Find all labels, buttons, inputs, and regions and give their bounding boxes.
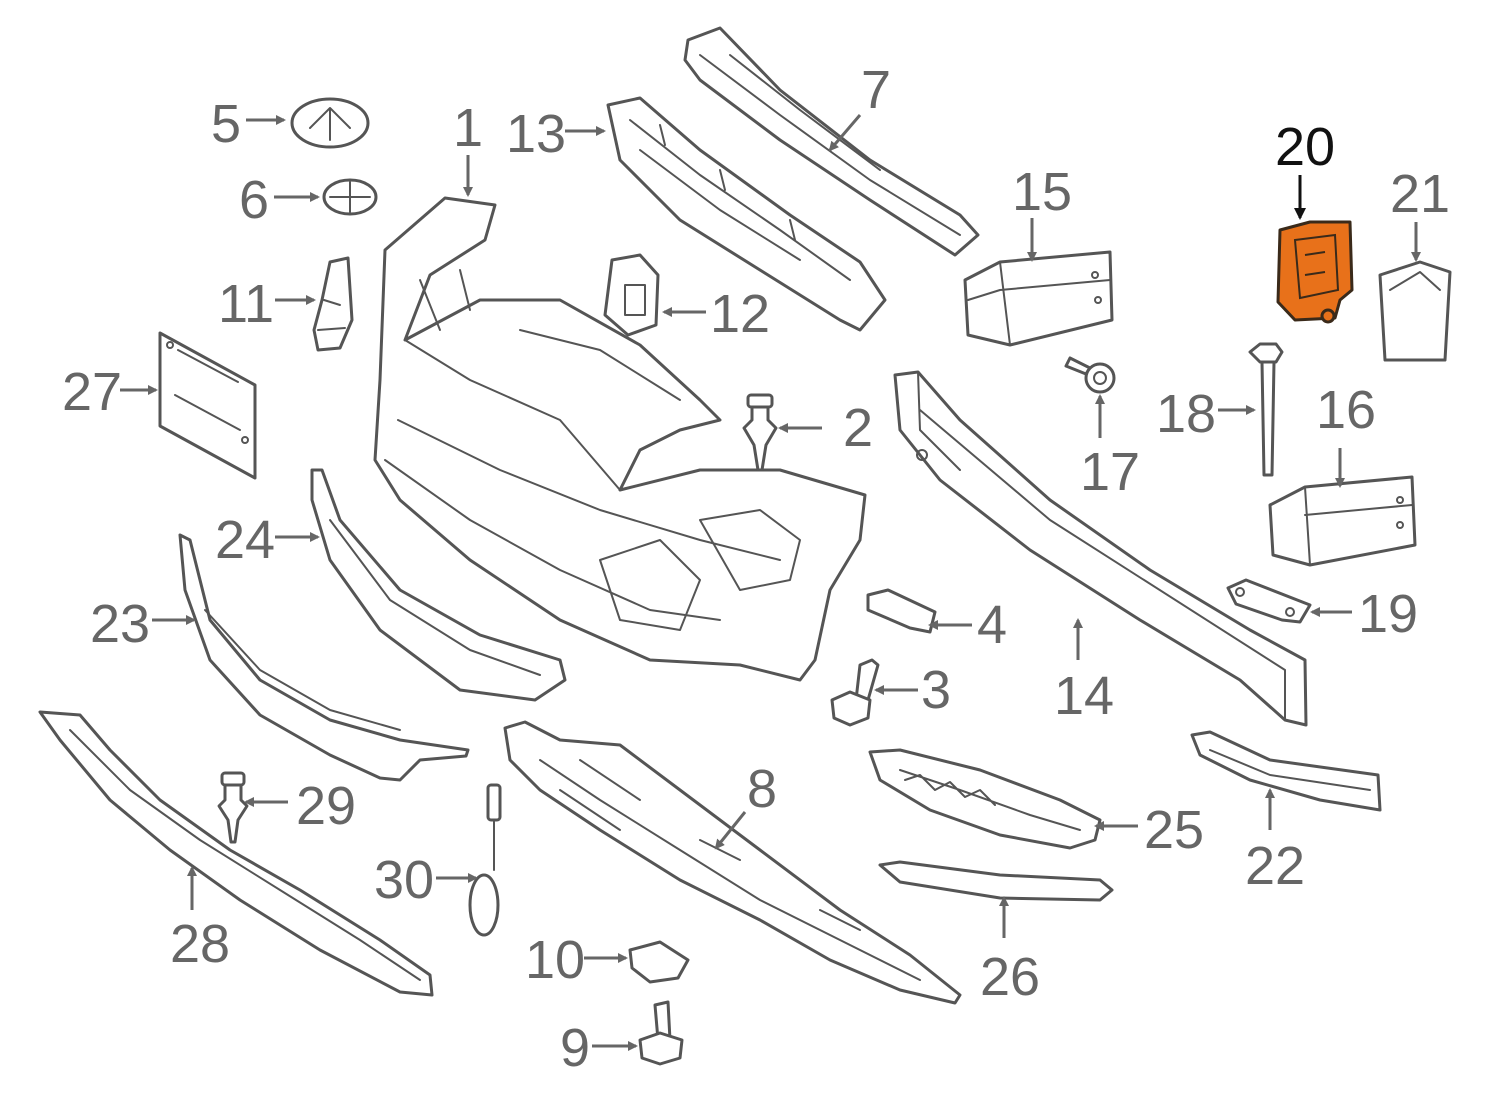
callout-5: 5: [211, 94, 241, 154]
part-21-cap: [1378, 260, 1452, 362]
callout-14: 14: [1054, 666, 1114, 726]
callout-15: 15: [1012, 162, 1072, 222]
leader-lines: [120, 114, 1421, 1051]
callout-18: 18: [1156, 384, 1216, 444]
callout-19: 19: [1358, 584, 1418, 644]
part-11-bracket: [312, 256, 354, 352]
part-4-clip: [866, 588, 937, 634]
callout-1: 1: [453, 98, 483, 158]
callout-26: 26: [980, 947, 1040, 1007]
part-30-cable: [468, 783, 502, 937]
part-29-rivet: [217, 771, 249, 844]
callout-25: 25: [1144, 800, 1204, 860]
callout-4: 4: [977, 595, 1007, 655]
callout-21: 21: [1390, 164, 1450, 224]
callout-10: 10: [525, 930, 585, 990]
callout-17: 17: [1080, 442, 1140, 502]
part-27-plate-holder: [158, 331, 257, 480]
callout-20: 20: [1275, 117, 1335, 177]
part-16-lower-bracket: [1268, 475, 1417, 567]
part-19-plate: [1226, 578, 1312, 624]
part-20-highlighted-bracket: [1276, 220, 1354, 324]
part-13-upper-support: [606, 96, 887, 332]
callout-24: 24: [215, 510, 275, 570]
part-9-screw: [638, 1000, 684, 1066]
part-25-fog-grille: [868, 748, 1102, 850]
part-15-mount-bracket: [963, 250, 1114, 347]
part-28-lower-trim: [38, 710, 434, 997]
part-12-clip: [603, 253, 660, 337]
callout-3: 3: [921, 660, 951, 720]
callout-16: 16: [1316, 380, 1376, 440]
part-6-emblem-base: [322, 178, 378, 216]
part-23-spoiler: [178, 533, 470, 782]
part-14-impact-bar: [893, 370, 1308, 727]
part-24-lower-grille: [310, 468, 567, 702]
callout-27: 27: [62, 362, 122, 422]
part-18-long-bolt: [1248, 342, 1284, 477]
part-5-emblem: [290, 97, 370, 149]
callout-numbers: 1 2 3 4 5 6 7 8 9 10 11 12 13 14 15 16 1…: [62, 60, 1450, 1078]
callout-30: 30: [374, 850, 434, 910]
callout-2: 2: [843, 398, 873, 458]
callout-28: 28: [170, 914, 230, 974]
callout-12: 12: [710, 284, 770, 344]
part-26-trim-strip: [878, 860, 1114, 902]
callout-7: 7: [861, 60, 891, 120]
callout-22: 22: [1245, 836, 1305, 896]
callout-23: 23: [90, 594, 150, 654]
part-8-under-panel: [503, 720, 962, 1005]
callout-6: 6: [239, 170, 269, 230]
part-10-clip: [628, 940, 690, 984]
callout-29: 29: [296, 776, 356, 836]
part-1-bumper-cover: [373, 196, 867, 682]
callout-8: 8: [747, 759, 777, 819]
callout-13: 13: [506, 104, 566, 164]
part-22-side-trim: [1190, 730, 1382, 812]
part-2-push-rivet: [742, 393, 778, 472]
callout-11: 11: [218, 274, 274, 334]
part-3-bolt: [830, 658, 880, 727]
callout-9: 9: [560, 1018, 590, 1078]
part-17-screw: [1064, 356, 1116, 394]
